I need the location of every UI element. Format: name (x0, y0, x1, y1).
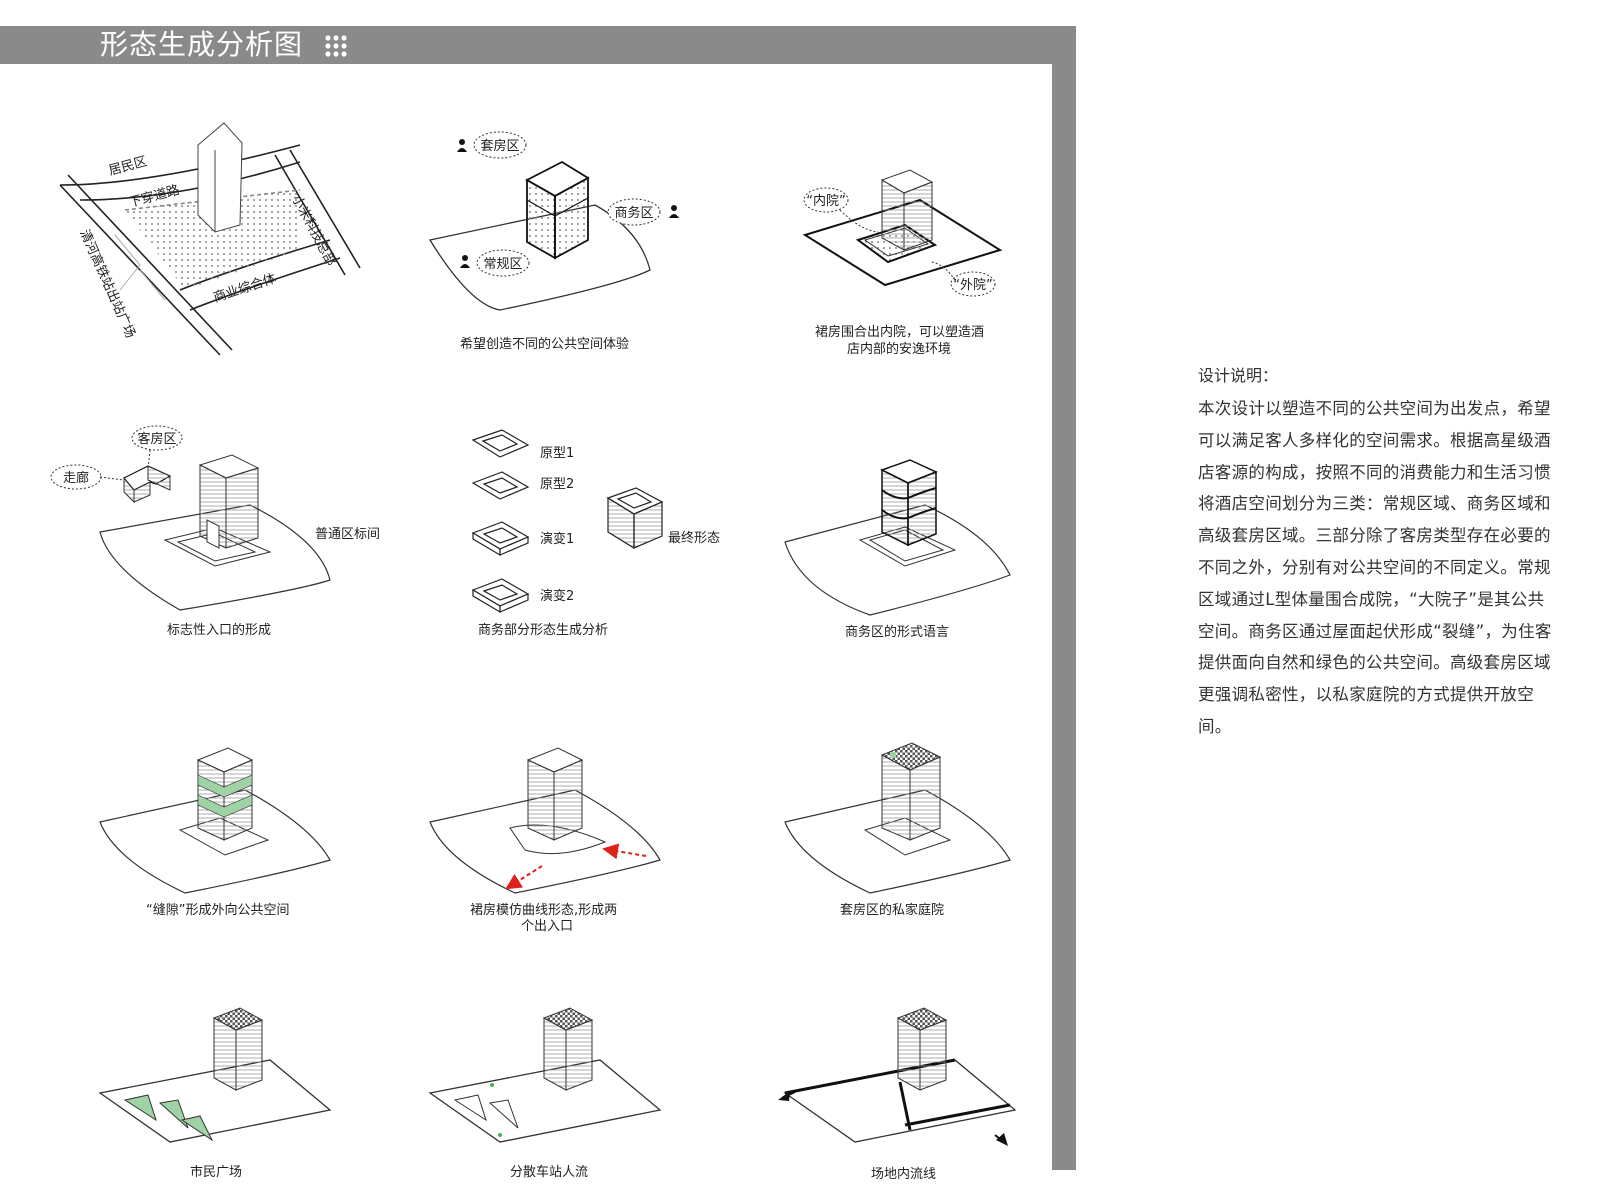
zone-regular-label: 常规区 (483, 257, 522, 272)
zone-guest-label: 客房区 (137, 431, 176, 447)
zones-diagram (428, 131, 679, 311)
page-title: 形态生成分析图 (100, 28, 304, 61)
civic-plaza-diagram (98, 1007, 332, 1143)
caption-circulation: 场地内流线 (871, 1167, 937, 1182)
prototype-2-label: 原型2 (540, 477, 574, 492)
analysis-diagrams: 居民区 下穿道路 小米科技总部 清河高铁站出站广场 商业综合体 套房区 商务区 … (50, 122, 1017, 1146)
station-flow-diagram (428, 1007, 662, 1143)
caption-gap: “缝隙”形成外向公共空间 (146, 903, 290, 918)
description-title: 设计说明： (1198, 366, 1279, 385)
site-label-residential: 居民区 (107, 154, 149, 179)
header-bar (0, 26, 1076, 64)
zone-corridor-label: 走廊 (63, 470, 89, 486)
courtyard-diagram (802, 169, 1003, 297)
site-circulation-diagram (778, 1007, 1017, 1146)
evolution-2-label: 演变2 (540, 588, 574, 604)
inner-court-label: “内院” (806, 193, 845, 209)
outer-court-label: “外院” (953, 278, 992, 293)
site-plan (59, 122, 361, 356)
caption-courtyard-l2: 店内部的安逸环境 (847, 342, 952, 357)
caption-podium-l2: 个出入口 (521, 919, 574, 934)
podium-curve-diagram (429, 747, 661, 894)
caption-suite-court: 套房区的私家庭院 (840, 903, 945, 918)
prototype-1-label: 原型1 (540, 446, 574, 461)
evolution-1-label: 演变1 (540, 531, 574, 547)
description-body: 本次设计以塑造不同的公共空间为出发点，希望可以满足客人多样化的空间需求。根据高星… (1198, 399, 1552, 736)
entrance-diagram (50, 425, 331, 611)
evolution-2 (471, 578, 530, 614)
prototype-diagram (471, 429, 664, 614)
suite-courtyard-diagram (784, 742, 1011, 894)
caption-podium-l1: 裙房模仿曲线形态,形成两 (470, 903, 618, 918)
site-label-station: 清河高铁站出站广场 (76, 227, 138, 340)
zone-suite-label: 套房区 (480, 138, 519, 154)
dots-grid-icon (325, 35, 347, 57)
right-frame-bar (1052, 64, 1076, 1170)
gap-public-space-diagram (99, 747, 331, 894)
standard-room-label: 普通区标间 (315, 527, 380, 542)
prototype-1 (471, 429, 530, 458)
caption-entrance: 标志性入口的形成 (167, 623, 272, 638)
prototype-2 (471, 471, 530, 500)
business-form-diagram (784, 459, 1011, 616)
final-form (606, 487, 664, 550)
caption-public-space: 希望创造不同的公共空间体验 (460, 337, 630, 352)
caption-courtyard-l1: 裙房围合出内院，可以塑造酒 (815, 325, 985, 340)
caption-business-form: 商务区的形式语言 (845, 625, 950, 640)
zone-business-label: 商务区 (614, 205, 653, 221)
final-form-label: 最终形态 (668, 530, 720, 546)
caption-station-flow: 分散车站人流 (510, 1165, 589, 1180)
person-icon (457, 139, 679, 268)
caption-civic-plaza: 市民广场 (190, 1165, 243, 1180)
evolution-1 (471, 521, 530, 557)
caption-business-analysis: 商务部分形态生成分析 (478, 623, 609, 638)
